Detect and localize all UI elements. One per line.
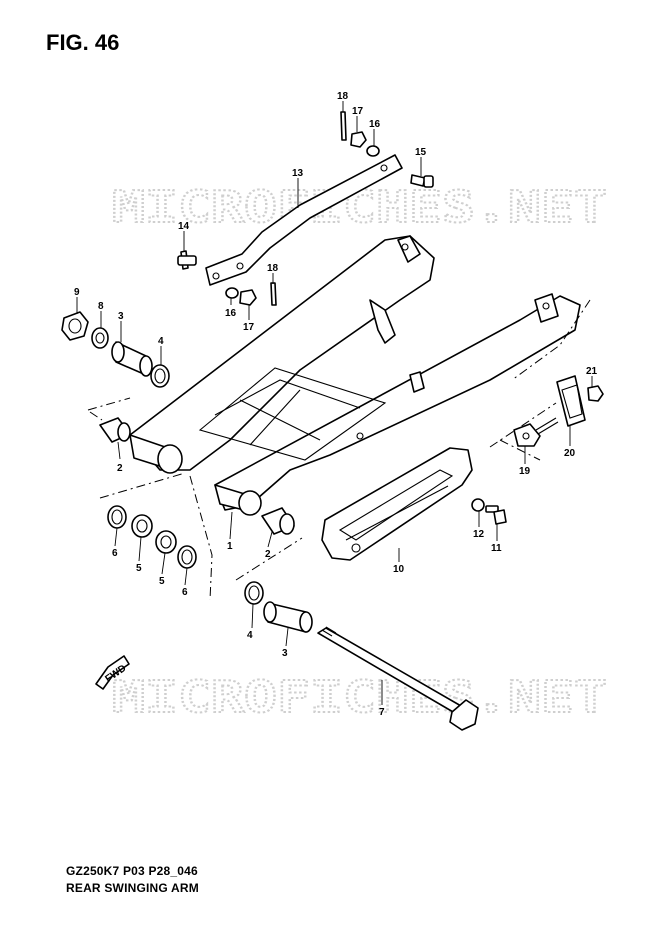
- callout-14: 14: [178, 221, 190, 232]
- callout-9: 9: [74, 287, 80, 298]
- diagram-name: REAR SWINGING ARM: [66, 881, 199, 895]
- chain-case-10: [321, 432, 473, 561]
- callout-8: 8: [98, 301, 104, 312]
- callout-10: 10: [393, 564, 405, 575]
- callout-6-right: 6: [182, 587, 188, 598]
- reference-lines: [87, 299, 591, 601]
- leader-lines: [76, 101, 593, 705]
- seal-4-lower: [244, 581, 264, 605]
- bearing-5-right: [155, 530, 177, 554]
- watermark-bottom: MICROFICHES.NET: [112, 672, 607, 723]
- callout-15: 15: [415, 147, 427, 158]
- cotter-pin-18-lower: [270, 282, 277, 306]
- callout-16-lower: 16: [225, 308, 237, 319]
- seal-6-left: [107, 505, 127, 529]
- callout-7: 7: [379, 707, 385, 718]
- callout-numbers: 18 17 16 15 13 14 18 9 8 3 4 16 17 21 2 …: [74, 91, 598, 718]
- washer-8: [91, 327, 109, 349]
- nut-21: [587, 385, 604, 402]
- callout-18-upper: 18: [337, 91, 349, 102]
- bushing-2-upper: [99, 417, 131, 443]
- bolt-11: [485, 505, 507, 525]
- callout-13: 13: [292, 168, 304, 179]
- cotter-pin-18-upper: [340, 111, 347, 141]
- callout-17-upper: 17: [352, 106, 364, 117]
- callout-6-left: 6: [112, 548, 118, 559]
- callout-5-left: 5: [136, 563, 142, 574]
- callout-3-upper: 3: [118, 311, 124, 322]
- nut-17-upper: [350, 131, 367, 148]
- callout-2-upper: 2: [117, 463, 123, 474]
- callout-21: 21: [586, 366, 598, 377]
- seal-4-upper: [150, 364, 170, 388]
- swing-arm-body: [129, 235, 581, 516]
- stopper-20: [556, 375, 586, 427]
- bolt-15: [410, 174, 434, 188]
- bolt-14: [177, 250, 197, 270]
- bushing-2-lower: [261, 507, 295, 535]
- callout-17-lower: 17: [243, 322, 255, 333]
- callout-12: 12: [473, 529, 485, 540]
- collar-3-upper: [111, 341, 153, 377]
- callout-2-lower: 2: [265, 549, 271, 560]
- callout-20: 20: [564, 448, 576, 459]
- callout-16-upper: 16: [369, 119, 381, 130]
- nut-17-lower: [239, 289, 257, 306]
- pivot-shaft-7: [317, 626, 479, 731]
- callout-4-upper: 4: [158, 336, 164, 347]
- brace-part-13: [205, 154, 403, 286]
- figure-title: FIG. 46: [46, 30, 120, 55]
- callout-3-lower: 3: [282, 648, 288, 659]
- diagram-code: GZ250K7 P03 P28_046: [66, 864, 198, 878]
- adjuster-19: [513, 417, 559, 447]
- bearing-5-left: [131, 514, 153, 538]
- callout-18-lower: 18: [267, 263, 279, 274]
- callout-4-lower: 4: [247, 630, 253, 641]
- callout-11: 11: [491, 543, 502, 554]
- callout-19: 19: [519, 466, 531, 477]
- washer-12: [471, 498, 485, 512]
- callout-5-right: 5: [159, 576, 165, 587]
- washer-16-upper: [366, 145, 380, 157]
- callout-1: 1: [227, 541, 233, 552]
- seal-6-right: [177, 545, 197, 569]
- nut-9: [61, 311, 89, 341]
- washer-16-lower: [225, 287, 239, 299]
- collar-3-lower: [263, 601, 313, 633]
